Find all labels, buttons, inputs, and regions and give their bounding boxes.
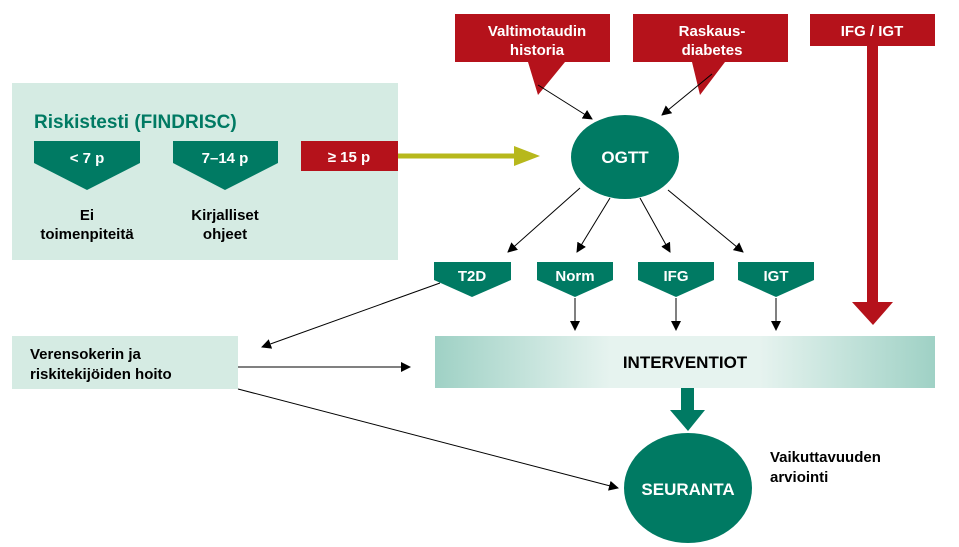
input-gestational-diabetes-shape [633, 14, 788, 95]
treatment-line1: Verensokerin ja [30, 346, 142, 363]
input-ifg-igt-label: IFG / IGT [841, 23, 904, 40]
evaluation-line1: Vaikuttavuuden [770, 449, 881, 466]
score-low-shape [34, 141, 140, 190]
result-t2d-shape [434, 262, 511, 297]
result-ifg-shape [638, 262, 714, 297]
result-igt-shape [738, 262, 814, 297]
interventions-label: INTERVENTIOT [623, 353, 748, 372]
input-gestational-diabetes-line1: Raskaus- [679, 23, 746, 40]
input-cardiovascular-history-line1: Valtimotaudin [488, 23, 586, 40]
input-cardiovascular-history-shape [455, 14, 610, 95]
arrow-ogtt-to-norm [576, 197, 611, 253]
result-norm-shape [537, 262, 613, 297]
ogtt-node [571, 115, 679, 199]
evaluation-line2: arviointi [770, 469, 828, 486]
high-score-arrow-head [514, 146, 540, 166]
risk-test-title: Riskistesti (FINDRISC) [34, 112, 237, 133]
arrow-gestational-to-ogtt [661, 73, 713, 116]
score-mid-shape [173, 141, 278, 190]
arrow-ogtt-to-ifg [639, 197, 671, 253]
arrow-treatment-to-followup [237, 388, 619, 491]
score-high-box [301, 141, 398, 171]
score-low-outcome-line2: toimenpiteitä [40, 226, 134, 243]
treatment-box [12, 336, 238, 389]
score-mid-label: 7–14 p [202, 150, 249, 167]
score-low-outcome-line1: Ei [80, 207, 94, 224]
interventions-to-followup-arrow-head [670, 410, 705, 431]
arrow-t2d-to-treatment [261, 282, 441, 349]
result-ifg-label: IFG [664, 268, 689, 285]
score-mid-outcome-line2: ohjeet [203, 226, 247, 243]
result-norm-label: Norm [555, 268, 594, 285]
followup-node [624, 433, 752, 543]
interventions-to-followup-arrow-shaft [681, 388, 694, 412]
arrow-history-to-ogtt [537, 84, 593, 120]
result-igt-label: IGT [764, 268, 789, 285]
score-low-label: < 7 p [70, 150, 105, 167]
ifg-igt-arrow-shaft [867, 46, 878, 304]
followup-label: SEURANTA [641, 480, 734, 499]
interventions-bar [435, 336, 935, 388]
arrow-ogtt-to-t2d [507, 187, 581, 253]
ifg-igt-arrow-head [852, 302, 893, 325]
input-gestational-diabetes-line2: diabetes [682, 42, 743, 59]
arrow-ogtt-to-igt [667, 189, 744, 253]
treatment-line2: riskitekijöiden hoito [30, 366, 172, 383]
input-cardiovascular-history-line2: historia [510, 42, 565, 59]
result-t2d-label: T2D [458, 268, 487, 285]
score-mid-outcome-line1: Kirjalliset [191, 207, 259, 224]
score-high-label: ≥ 15 p [328, 149, 370, 166]
ogtt-label: OGTT [601, 148, 649, 167]
input-ifg-igt-box [810, 14, 935, 46]
